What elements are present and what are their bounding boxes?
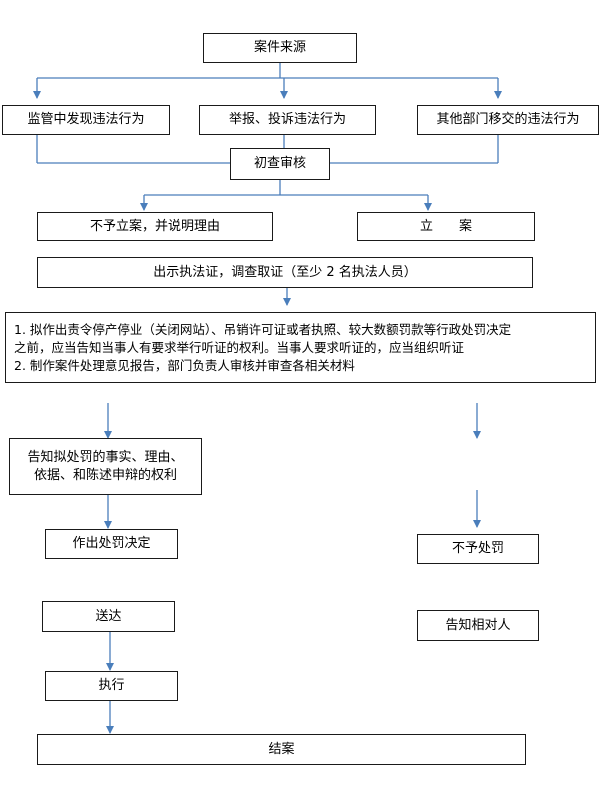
node-report-complaint: 举报、投诉违法行为 [199, 105, 376, 135]
node-department-transfer: 其他部门移交的违法行为 [417, 105, 599, 135]
node-case-source: 案件来源 [203, 33, 357, 63]
node-investigation: 出示执法证，调查取证（至少 2 名执法人员） [37, 257, 533, 288]
node-register-case: 立 案 [357, 212, 535, 241]
node-case-closed: 结案 [37, 734, 526, 765]
node-deliver: 送达 [42, 601, 175, 632]
node-supervision-violation: 监管中发现违法行为 [2, 105, 170, 135]
node-reject-filing: 不予立案，并说明理由 [37, 212, 273, 241]
notes-line-1: 1. 拟作出责令停产停业（关闭网站）、吊销许可证或者执照、较大数额罚款等行政处罚… [14, 321, 512, 337]
inform-line-2: 依据、和陈述申辩的权利 [33, 467, 177, 483]
node-execute: 执行 [45, 671, 178, 701]
notes-line-2: 之前，应当告知当事人有要求举行听证的权利。当事人要求听证的，应当组织听证 [14, 339, 465, 355]
node-inform-rights: 告知拟处罚的事实、理由、 依据、和陈述申辩的权利 [9, 438, 202, 495]
node-no-penalty: 不予处罚 [417, 534, 539, 564]
node-notify-party: 告知相对人 [417, 610, 539, 641]
node-procedure-notes: 1. 拟作出责令停产停业（关闭网站）、吊销许可证或者执照、较大数额罚款等行政处罚… [5, 312, 596, 383]
node-initial-review: 初查审核 [230, 148, 330, 180]
inform-line-1: 告知拟处罚的事实、理由、 [27, 449, 184, 465]
node-penalty-decision: 作出处罚决定 [45, 529, 178, 559]
notes-line-3: 2. 制作案件处理意见报告，部门负责人审核并审查各相关材料 [14, 357, 355, 373]
